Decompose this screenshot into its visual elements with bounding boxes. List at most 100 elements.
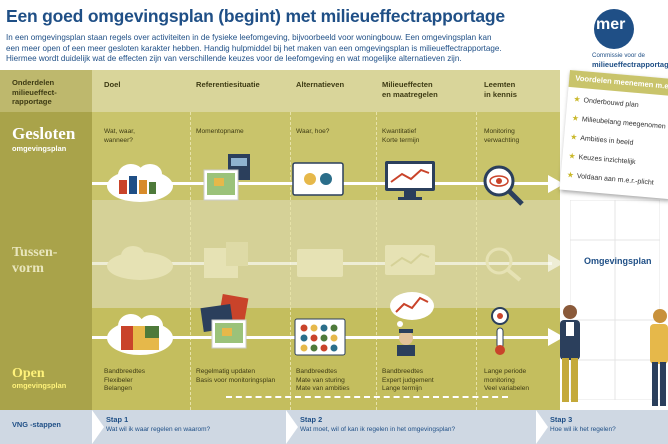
row-label-header xyxy=(0,70,92,112)
faded-cloud-icon xyxy=(107,246,173,280)
column-head-milieu: Milieueffecten en maatregelen xyxy=(382,80,438,99)
cloud-houses-icon xyxy=(107,164,173,202)
advantage-item: ★Voldaan aan m.e.r.-plicht xyxy=(566,170,654,187)
header-band xyxy=(0,70,560,112)
heading-line: Milieueffecten xyxy=(382,80,433,89)
desc-line: Bandbreedtes xyxy=(296,368,338,375)
faded-screen-icon xyxy=(297,249,343,277)
row-subtitle-open: omgevingsplan xyxy=(12,381,67,390)
vng-steps-bar xyxy=(0,410,668,444)
step-separator xyxy=(536,410,548,444)
row-title-tussen: Tussen- xyxy=(12,245,58,260)
desc-line: Belangen xyxy=(104,385,132,393)
heading-line: Leemten xyxy=(484,80,516,89)
vng-label: VNG -stappen xyxy=(12,420,61,429)
monitor-chart-icon xyxy=(385,161,435,200)
row-title-open: Open xyxy=(12,366,45,381)
advantage-text: Onderbouwd plan xyxy=(583,97,639,110)
desc-line: Lange periode xyxy=(484,368,527,375)
advantage-text: Milieubelang meegenomen xyxy=(581,116,666,131)
star-icon: ★ xyxy=(571,113,580,123)
row-label-column xyxy=(0,70,92,410)
open-doel-text: Bandbreedtes Flexibeler Belangen xyxy=(104,368,145,394)
logo-org-name: milieueffectrapportage xyxy=(592,60,668,69)
column-head-referentie: Referentiesituatie xyxy=(196,80,260,89)
open-band xyxy=(0,308,560,410)
heading-line: rapportage xyxy=(12,97,52,106)
faded-map-icon xyxy=(204,242,248,278)
open-milieu-text: Bandbreedtes Expert judgement Lange term… xyxy=(382,368,434,394)
desc-line: Expert judgement xyxy=(382,376,434,384)
feedback-dashed-line xyxy=(226,396,508,398)
heading-line: milieueffect- xyxy=(12,87,57,97)
advantage-item: ★Milieubelang meegenomen xyxy=(571,113,666,130)
step-2-text: Wat moet, wil of kan ik regelen in het o… xyxy=(300,426,456,433)
intro-line: een meer open of een meer gesloten karak… xyxy=(6,43,502,53)
page-title: Een goed omgevingsplan (begint) met mili… xyxy=(6,6,505,26)
desc-line: Regelmatig updaten xyxy=(196,368,256,375)
row-title-gesloten: Gesloten xyxy=(12,124,76,143)
desc-line: Momentopname xyxy=(196,128,244,135)
magnifier-eye-icon xyxy=(483,165,524,206)
desc-line: Kwantitatief xyxy=(382,128,417,135)
advantage-text: Keuzes inzichtelijk xyxy=(578,154,636,167)
step-3-text: Hoe wil ik het regelen? xyxy=(550,426,616,433)
desc-line: Waar, hoe? xyxy=(296,128,330,135)
column-head-alternatieven: Alternatieven xyxy=(296,80,345,89)
star-icon: ★ xyxy=(568,151,577,161)
thermometer-magnifier-icon xyxy=(491,307,509,355)
desc-line: Basis voor monitoringsplan xyxy=(196,376,276,384)
step-1-title: Stap 1 xyxy=(106,415,129,424)
desc-line: Monitoring xyxy=(484,128,515,135)
faded-magnifier-icon xyxy=(485,247,522,282)
advantage-item: ★Onderbouwd plan xyxy=(573,94,639,109)
star-icon: ★ xyxy=(566,170,575,180)
desc-line: monitoring xyxy=(484,376,515,384)
advantage-item: ★Keuzes inzichtelijk xyxy=(568,151,636,166)
omgevingsplan-label: Omgevingsplan xyxy=(584,256,652,266)
open-alternatieven-text: Bandbreedtes Mate van sturing Mate van a… xyxy=(296,368,350,394)
photo-stack-icon xyxy=(200,293,249,349)
step-1-text: Wat wil ik waar regelen en waarom? xyxy=(106,426,211,433)
step-separator xyxy=(92,410,104,444)
column-head-leemten: Leemten in kennis xyxy=(484,80,517,99)
advantage-item: ★Ambities in beeld xyxy=(570,132,634,146)
desc-line: Flexibeler xyxy=(104,376,133,384)
advantage-text: Voldaan aan m.e.r.-plicht xyxy=(576,173,654,187)
column-head-onderdelen: Onderdelen milieueffect- rapportage xyxy=(12,78,57,107)
logo-text: mer xyxy=(596,16,626,33)
desc-line: Mate van ambities xyxy=(296,385,350,393)
row-title-tussen-2: vorm xyxy=(12,261,44,276)
intro-line: Hiermee wordt duidelijk wat de effecten … xyxy=(6,54,462,64)
heading-line: en maatregelen xyxy=(382,89,438,99)
map-photo-icon xyxy=(203,154,250,201)
open-leemten-text: Lange periode monitoring Veel variabelen xyxy=(484,368,529,394)
step-separator xyxy=(286,410,298,444)
step-3-title: Stap 3 xyxy=(550,415,573,424)
open-referentie-text: Regelmatig updaten Basis voor monitoring… xyxy=(196,368,275,385)
heading-line: in kennis xyxy=(484,89,517,99)
column-divider xyxy=(476,112,477,410)
desc-line: Wat, waar, xyxy=(104,128,135,135)
heading-line: Onderdelen xyxy=(12,78,55,87)
document-grid-icon xyxy=(570,200,660,400)
star-icon: ★ xyxy=(569,132,578,142)
desc-line: wanneer? xyxy=(104,136,133,144)
gesloten-leemten-text: Monitoring verwachting xyxy=(484,128,519,145)
tussenvorm-band xyxy=(0,200,560,308)
gesloten-referentie-text: Momentopname xyxy=(196,128,244,137)
desc-line: verwachting xyxy=(484,136,520,144)
desc-line: Bandbreedtes xyxy=(382,368,424,375)
advantage-text: Ambities in beeld xyxy=(579,135,634,147)
column-divider xyxy=(290,112,291,410)
person-woman-icon xyxy=(650,309,668,406)
step-2-title: Stap 2 xyxy=(300,415,323,424)
desc-line: Lange termijn xyxy=(382,385,422,393)
row-subtitle-gesloten: omgevingsplan xyxy=(12,144,67,153)
intro-line: In een omgevingsplan staan regels over a… xyxy=(6,33,492,42)
column-divider xyxy=(190,112,191,410)
desc-line: Bandbreedtes xyxy=(104,368,146,375)
column-head-doel: Doel xyxy=(104,80,121,89)
gesloten-doel-text: Wat, waar, wanneer? xyxy=(104,128,135,145)
alternatives-screen-icon xyxy=(292,162,344,196)
